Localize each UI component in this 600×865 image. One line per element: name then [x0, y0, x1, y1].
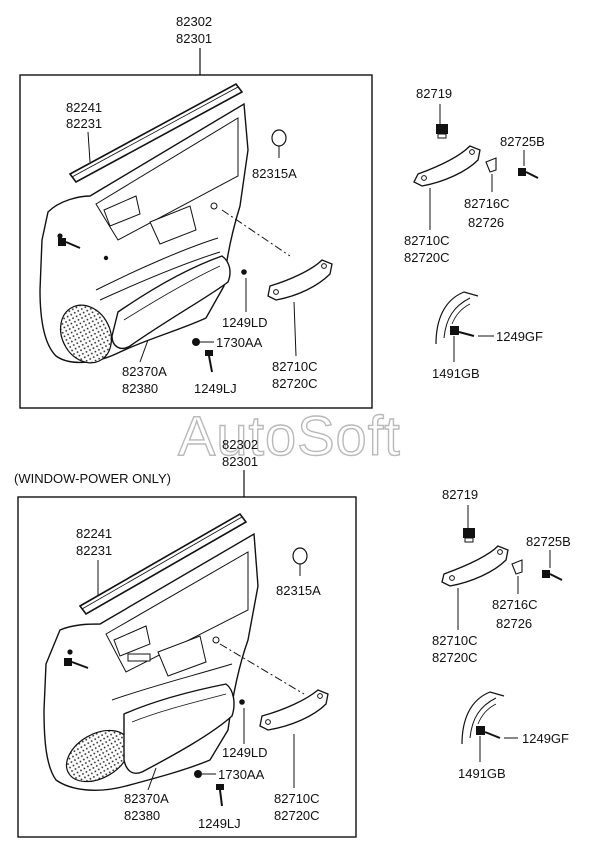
upper-clip-aa-code: 1730AA: [216, 335, 263, 350]
side-upper-handle-code-2: 82720C: [404, 250, 450, 265]
upper-screw-lj-code: 1249LJ: [194, 381, 237, 396]
side-upper-clip-code: 82719: [416, 86, 452, 101]
lower-screw-lj-code: 1249LJ: [198, 816, 241, 831]
upper-speaker-grille: [59, 304, 113, 364]
upper-pocket-code-1: 82370A: [122, 364, 167, 379]
lower-moulding-code-2: 82231: [76, 543, 112, 558]
side-upper-handle-code-1: 82710C: [404, 233, 450, 248]
side-lower-screw-82725b: [542, 570, 563, 581]
upper-door-handle: [267, 259, 333, 301]
side-upper-bolt-code: 1249GF: [496, 329, 543, 344]
side-lower-bolt-1249gf: [476, 726, 501, 739]
side-lower-cap-code-1: 82716C: [492, 597, 538, 612]
lower-clip-aa-code: 1730AA: [218, 767, 265, 782]
side-upper-cap-code-1: 82716C: [464, 196, 510, 211]
side-upper-nut-code: 1491GB: [432, 366, 480, 381]
lower-screw-ld-code: 1249LD: [222, 745, 268, 760]
side-lower-nut-code: 1491GB: [458, 766, 506, 781]
lower-pocket-code-1: 82370A: [124, 791, 169, 806]
upper-frame: [19, 74, 373, 409]
lower-pocket-code-2: 82380: [124, 808, 160, 823]
upper-handle-code-1: 82710C: [272, 359, 318, 374]
side-lower-screw-b-code: 82725B: [526, 534, 571, 549]
upper-moulding-code-2: 82231: [66, 116, 102, 131]
side-upper-pillar: [435, 291, 479, 345]
lower-clip-1730aa: [194, 770, 202, 778]
upper-moulding-code-1: 82241: [66, 100, 102, 115]
lower-handle-code-1: 82710C: [274, 791, 320, 806]
lower-screw-1249lj: [216, 784, 224, 807]
side-lower-clip-82719: [463, 528, 475, 543]
lower-frame: [17, 496, 357, 838]
side-upper-screw-82725b: [518, 168, 539, 179]
upper-left-screw: [58, 238, 81, 249]
lower-top-code-1: 82302: [222, 437, 258, 452]
side-upper-bolt-1249gf: [450, 326, 475, 337]
lower-clip-82315a: [292, 547, 308, 576]
upper-clip-82315a: [271, 129, 287, 158]
upper-screw-ld-code: 1249LD: [222, 315, 268, 330]
side-lower-handle-code-1: 82710C: [432, 633, 478, 648]
upper-pocket-code-2: 82380: [122, 381, 158, 396]
side-upper-cap-code-2: 82726: [468, 215, 504, 230]
side-lower-cap-code-2: 82726: [496, 616, 532, 631]
side-lower-bolt-code: 1249GF: [522, 731, 569, 746]
upper-screw-1249lj: [205, 350, 213, 373]
lower-left-screw: [64, 658, 89, 669]
side-upper-handle: [413, 145, 481, 187]
upper-handle-code-2: 82720C: [272, 376, 318, 391]
upper-top-code-2: 82301: [176, 31, 212, 46]
lower-map-pocket: [123, 683, 235, 774]
side-lower-group: 82719 82710C 82720C 82725B 82716C 82726: [432, 487, 571, 781]
watermark: AutoSoft: [178, 404, 401, 467]
side-upper-cap-82716c: [485, 157, 497, 173]
upper-screw-1249ld: [241, 269, 247, 275]
side-lower-handle-code-2: 82720C: [432, 650, 478, 665]
lower-handle-code-2: 82720C: [274, 808, 320, 823]
side-upper-group: 82719 82710C 82720C 82725B 82716C 82726: [404, 86, 545, 381]
side-lower-handle: [441, 545, 509, 587]
upper-clip-code: 82315A: [252, 166, 297, 181]
lower-moulding-strip: [78, 512, 248, 616]
lower-door-handle: [259, 689, 329, 731]
side-lower-cap-82716c: [511, 559, 523, 575]
side-lower-clip-code: 82719: [442, 487, 478, 502]
side-upper-screw-b-code: 82725B: [500, 134, 545, 149]
lower-screw-1249ld: [239, 699, 245, 705]
lower-assembly: 82302 82301 (WINDOW-POWER ONLY) 82241 82…: [14, 437, 357, 838]
side-lower-pillar: [461, 691, 505, 745]
upper-top-code-1: 82302: [176, 14, 212, 29]
upper-assembly: 82302 82301 82241 82231: [19, 14, 373, 409]
window-power-note: (WINDOW-POWER ONLY): [14, 471, 171, 486]
lower-clip-code: 82315A: [276, 583, 321, 598]
upper-map-pocket: [111, 255, 231, 350]
upper-clip-1730aa: [192, 338, 200, 346]
lower-top-code-2: 82301: [222, 454, 258, 469]
lower-moulding-code-1: 82241: [76, 526, 112, 541]
side-upper-clip-82719: [436, 124, 448, 139]
upper-moulding-strip: [68, 82, 244, 184]
